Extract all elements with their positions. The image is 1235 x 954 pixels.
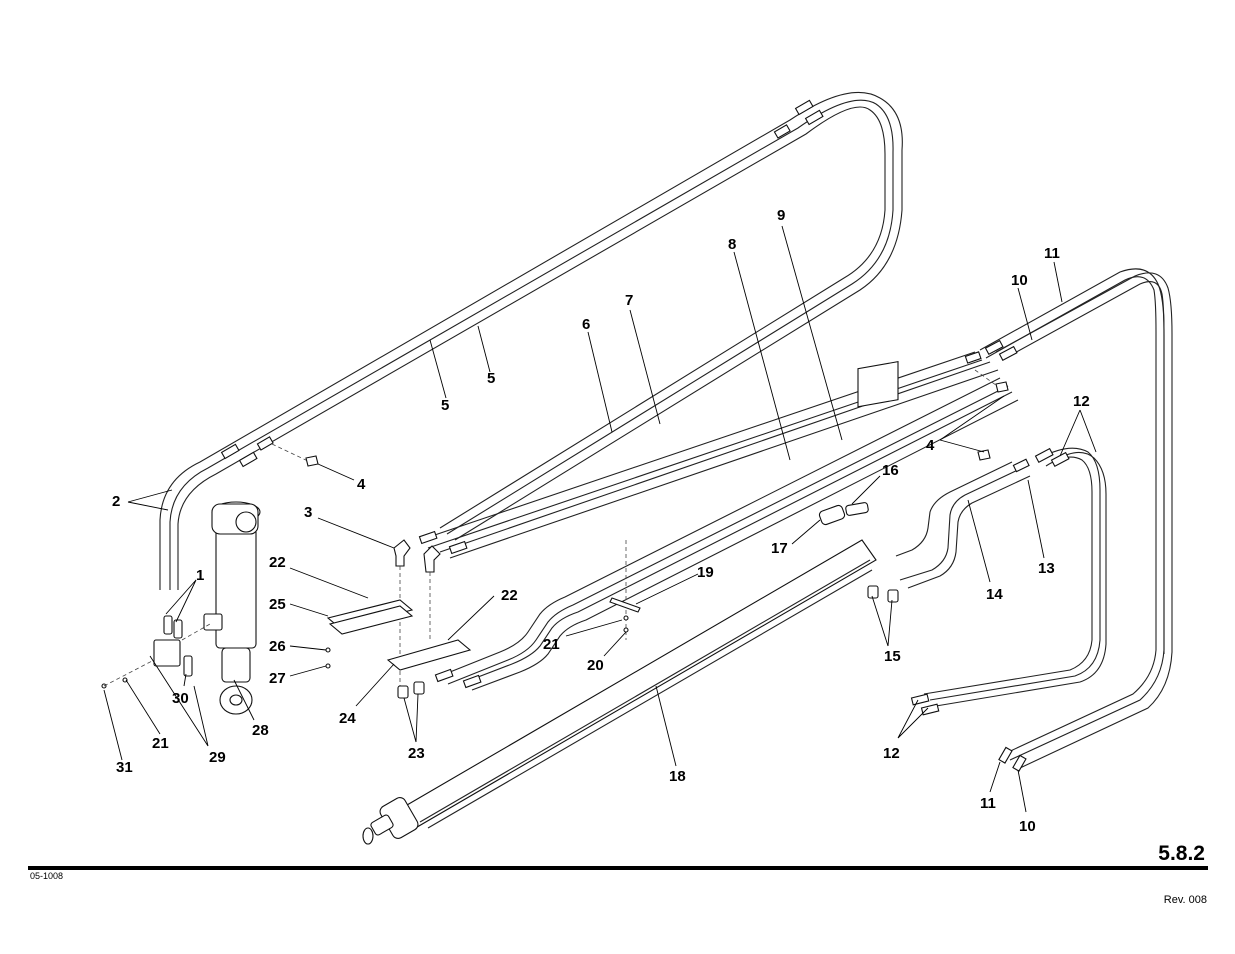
elbows-and-plates [325, 539, 472, 699]
callout-21-left: 21 [152, 735, 169, 752]
callout-12-top: 12 [1073, 393, 1090, 410]
callout-28: 28 [252, 722, 269, 739]
callout-22-right: 22 [501, 587, 518, 604]
callout-18: 18 [669, 768, 686, 785]
hose-8-9 [434, 377, 1019, 691]
callout-16: 16 [882, 462, 899, 479]
callout-19: 19 [697, 564, 714, 581]
callout-9: 9 [777, 207, 785, 224]
valve-block-29 [101, 615, 211, 689]
leader-lines [103, 225, 1097, 813]
tube-13-14 [895, 458, 1031, 589]
callout-5-a: 5 [441, 397, 449, 414]
hose-5 [159, 91, 903, 590]
callout-20: 20 [587, 657, 604, 674]
callout-25: 25 [269, 596, 286, 613]
callout-26: 26 [269, 638, 286, 655]
callout-4-right: 4 [926, 437, 935, 454]
callout-24: 24 [339, 710, 356, 727]
clamps-4 [271, 369, 1009, 467]
fittings-15-16-17 [818, 502, 899, 603]
callout-11-top: 11 [1044, 245, 1060, 262]
callout-7: 7 [625, 292, 633, 309]
callout-17: 17 [771, 540, 788, 557]
callout-15: 15 [884, 648, 901, 665]
callout-30: 30 [172, 690, 189, 707]
hose-10-11 [979, 268, 1173, 772]
callout-29: 29 [209, 749, 226, 766]
revision-label: Rev. 008 [1163, 894, 1207, 906]
footer-rule [28, 866, 1208, 870]
callout-6: 6 [582, 316, 590, 333]
callout-14: 14 [986, 586, 1003, 603]
callout-11-bottom: 11 [980, 795, 996, 812]
callout-5-b: 5 [487, 370, 495, 387]
callout-10-top: 10 [1011, 272, 1028, 289]
callout-22-left: 22 [269, 554, 286, 571]
section-number: 5.8.2 [1158, 842, 1205, 865]
callout-8: 8 [728, 236, 736, 253]
callout-23: 23 [408, 745, 425, 762]
callout-3: 3 [304, 504, 312, 521]
callout-13: 13 [1038, 560, 1055, 577]
cylinder-18 [362, 361, 899, 845]
hose-6-7 [418, 351, 999, 559]
pin-19-clips [609, 540, 641, 640]
drawing-number: 05-1008 [30, 871, 64, 881]
callout-1: 1 [196, 567, 204, 584]
callout-21-center: 21 [543, 636, 560, 653]
hose-12 [910, 447, 1107, 716]
callout-12-bottom: 12 [883, 745, 900, 762]
callout-10-bottom: 10 [1019, 818, 1036, 835]
callout-4-left: 4 [357, 476, 366, 493]
callout-2: 2 [112, 493, 120, 510]
callout-27: 27 [269, 670, 286, 687]
cylinder-28 [203, 501, 261, 715]
callout-labels: 1 2 3 4 4 5 5 6 7 8 9 10 10 11 11 12 12 … [112, 207, 1090, 835]
callout-31: 31 [116, 759, 133, 776]
hose-5-fittings [220, 99, 824, 468]
